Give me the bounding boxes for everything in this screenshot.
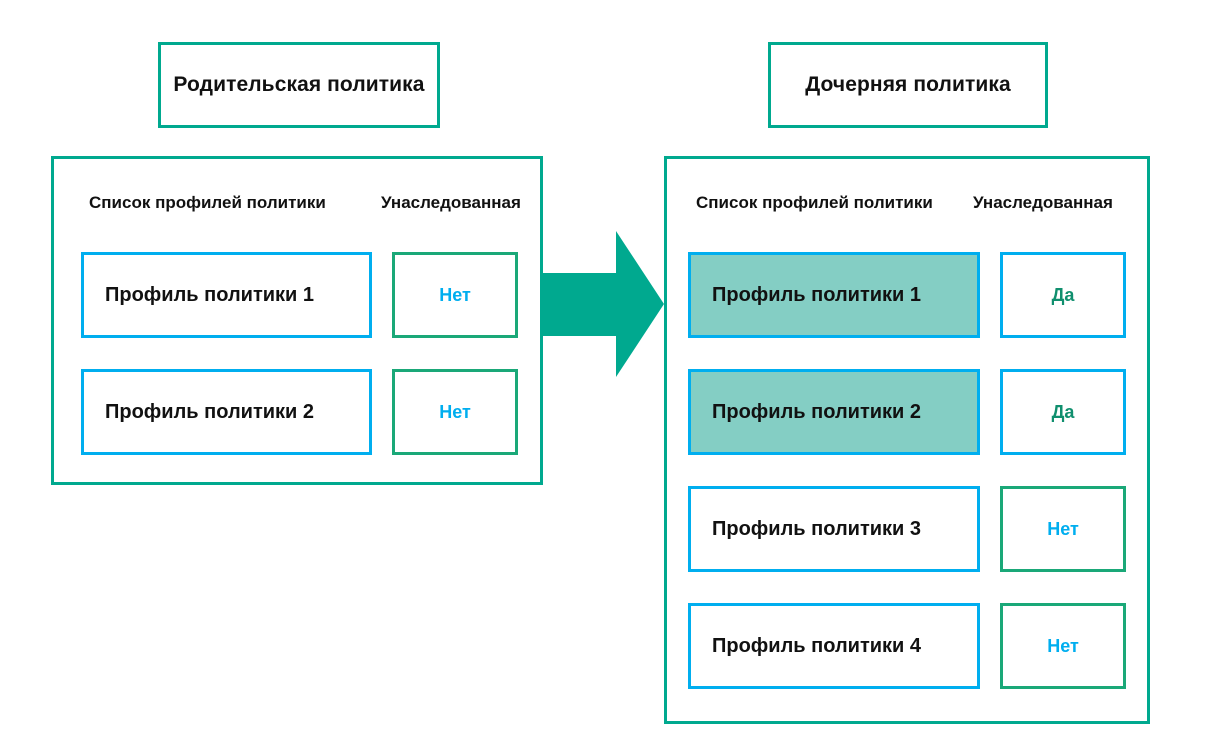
parent-profile-label-1: Профиль политики 1	[105, 283, 315, 306]
parent-inherited-box-1: Нет	[392, 252, 518, 338]
child-inherited-box-2: Да	[1000, 369, 1126, 455]
table-row: Профиль политики 1 Нет	[81, 252, 518, 338]
parent-inherited-box-2: Нет	[392, 369, 518, 455]
table-row: Профиль политики 4 Нет	[688, 603, 1126, 689]
parent-panel-column-headers: Список профилей политики Унаследованная	[89, 193, 521, 213]
parent-policy-title-label: Родительская политика	[173, 73, 425, 97]
child-inherited-value-1: Да	[1051, 284, 1075, 305]
table-row: Профиль политики 3 Нет	[688, 486, 1126, 572]
child-profile-box-1[interactable]: Профиль политики 1	[688, 252, 980, 338]
parent-inherited-value-2: Нет	[439, 401, 471, 422]
child-profile-label-2: Профиль политики 2	[712, 400, 922, 423]
table-row: Профиль политики 1 Да	[688, 252, 1126, 338]
child-profile-box-2[interactable]: Профиль политики 2	[688, 369, 980, 455]
parent-inherited-value-1: Нет	[439, 284, 471, 305]
child-policy-title-label: Дочерняя политика	[805, 73, 1011, 97]
child-column-header-inherited: Унаследованная	[973, 193, 1113, 212]
child-panel-column-headers: Список профилей политики Унаследованная	[696, 193, 1113, 213]
parent-column-header-inherited: Унаследованная	[381, 193, 521, 212]
child-column-header-profiles: Список профилей политики	[696, 193, 933, 212]
child-profile-label-4: Профиль политики 4	[712, 634, 922, 657]
parent-profile-box-1[interactable]: Профиль политики 1	[81, 252, 372, 338]
child-profile-box-4[interactable]: Профиль политики 4	[688, 603, 980, 689]
child-inherited-value-4: Нет	[1047, 635, 1079, 656]
child-inherited-value-3: Нет	[1047, 518, 1079, 539]
child-inherited-value-2: Да	[1051, 401, 1075, 422]
child-profile-label-3: Профиль политики 3	[712, 517, 922, 540]
parent-policy-title-box: Родительская политика	[158, 42, 440, 128]
child-profile-label-1: Профиль политики 1	[712, 283, 922, 306]
child-inherited-box-1: Да	[1000, 252, 1126, 338]
parent-profile-box-2[interactable]: Профиль политики 2	[81, 369, 372, 455]
table-row: Профиль политики 2 Нет	[81, 369, 518, 455]
child-inherited-box-3: Нет	[1000, 486, 1126, 572]
table-row: Профиль политики 2 Да	[688, 369, 1126, 455]
child-policy-title-box: Дочерняя политика	[768, 42, 1048, 128]
parent-column-header-profiles: Список профилей политики	[89, 193, 326, 212]
parent-profile-label-2: Профиль политики 2	[105, 400, 315, 423]
arrow-right-icon	[543, 231, 664, 377]
child-inherited-box-4: Нет	[1000, 603, 1126, 689]
child-profile-box-3[interactable]: Профиль политики 3	[688, 486, 980, 572]
